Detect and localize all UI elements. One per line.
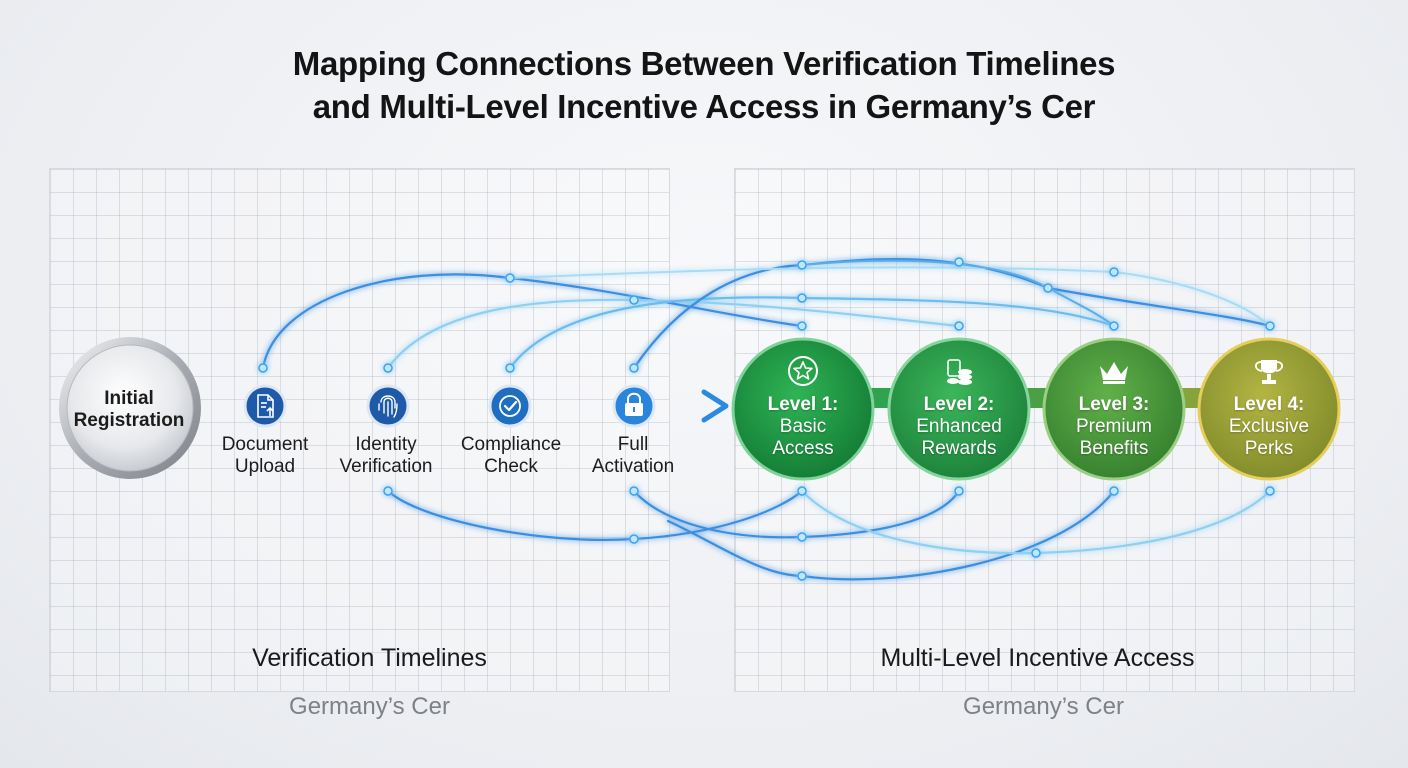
connector-node (1043, 283, 1053, 293)
connector-node (629, 363, 639, 373)
connector-lower-arc (666, 489, 1116, 581)
connector-node (629, 534, 639, 544)
level-4-node (1197, 337, 1341, 481)
connector-node (1031, 548, 1041, 558)
level-name-line1: Premium (1075, 416, 1152, 437)
step-label-line1: Identity (355, 434, 417, 455)
step-label-line1: Full (617, 434, 649, 455)
trophy-icon (1254, 360, 1284, 384)
level-name-line2: Benefits (1079, 438, 1149, 459)
step-label-compliance-check: Compliance Check (436, 434, 586, 478)
initial-registration-label: Initial Registration (66, 388, 192, 432)
connector-node (954, 257, 964, 267)
connector-upper-arc (509, 266, 1271, 327)
connector-identity-level2 (386, 298, 961, 370)
connector-activation-level4 (632, 258, 1272, 370)
connector-node (1109, 267, 1119, 277)
level-1-label: Level 1: Basic Access (738, 394, 868, 460)
level-number: Level 4: (1233, 394, 1305, 415)
connector-nodes (258, 257, 1275, 581)
checkmark-icon (499, 395, 521, 417)
connector-node (1109, 486, 1119, 496)
level-name-line2: Rewards (921, 438, 997, 459)
coins-icon (947, 359, 972, 385)
connector-node (797, 571, 807, 581)
fingerprint-icon (378, 395, 398, 418)
step-identity-verification (366, 384, 410, 428)
verification-timelines-title: Verification Timelines (252, 644, 487, 672)
connector-node (1109, 321, 1119, 331)
step-label-full-activation: Full Activation (558, 434, 708, 478)
step-label-line1: Document (221, 434, 309, 455)
step-label-line2: Activation (591, 456, 675, 477)
connector-node (505, 273, 515, 283)
connector-node (797, 321, 807, 331)
connector-node (797, 293, 807, 303)
initial-registration-line2: Registration (73, 410, 185, 431)
connector-node (954, 321, 964, 331)
connector-node (629, 295, 639, 305)
level-name-line1: Enhanced (916, 416, 1002, 437)
level-number: Level 3: (1078, 394, 1150, 415)
page-title-line1: Mapping Connections Between Verification… (292, 45, 1116, 82)
connector-node (629, 486, 639, 496)
page-title-line2: and Multi-Level Incentive Access in Germ… (312, 88, 1096, 125)
level-number: Level 2: (923, 394, 995, 415)
connector-node (383, 363, 393, 373)
timeline-arrow-icon (701, 389, 729, 423)
connector-activation-level2-bottom (632, 489, 961, 539)
connector-node (1265, 486, 1275, 496)
level-2-label: Level 2: Enhanced Rewards (894, 394, 1024, 460)
level-name-line1: Basic (779, 416, 827, 437)
crown-icon (1100, 362, 1128, 384)
connector-document-level1 (261, 273, 804, 370)
connector-node (258, 363, 268, 373)
connector-node (797, 260, 807, 270)
step-label-line1: Compliance (460, 434, 562, 455)
level-4-label: Level 4: Exclusive Perks (1204, 394, 1334, 460)
level-number: Level 1: (767, 394, 839, 415)
step-label-line2: Check (484, 456, 538, 477)
initial-registration-node (59, 337, 201, 479)
incentive-level-chain (731, 337, 1341, 481)
level-1-node (731, 337, 875, 481)
step-compliance-check (488, 384, 532, 428)
level-3-label: Level 3: Premium Benefits (1049, 394, 1179, 460)
connector-node (1265, 321, 1275, 331)
connector-node (383, 486, 393, 496)
level-name-line1: Exclusive (1228, 416, 1310, 437)
star-icon (788, 356, 818, 386)
connector-node (797, 532, 807, 542)
connector-node (954, 486, 964, 496)
step-document-upload (243, 384, 287, 428)
initial-registration-line1: Initial (104, 388, 154, 409)
step-label-identity-verification: Identity Verification (311, 434, 461, 478)
lock-icon (625, 392, 643, 416)
level-3-node (1042, 337, 1186, 481)
connector-identity-level1-bottom (386, 489, 804, 541)
step-label-line2: Verification (339, 456, 433, 477)
level-name-line2: Perks (1244, 438, 1294, 459)
incentive-access-title: Multi-Level Incentive Access (880, 644, 1195, 672)
step-full-activation (612, 384, 656, 428)
connector-node (797, 486, 807, 496)
verification-timelines-subtitle: Germany’s Cer (289, 693, 450, 720)
level-2-node (887, 337, 1031, 481)
connector-node (505, 363, 515, 373)
document-upload-icon (257, 394, 274, 418)
level-name-line2: Access (772, 438, 834, 459)
incentive-access-subtitle: Germany’s Cer (963, 693, 1124, 720)
step-label-line2: Upload (234, 456, 296, 477)
connector-level-arc (801, 259, 1115, 327)
step-label-document-upload: Document Upload (190, 434, 340, 478)
